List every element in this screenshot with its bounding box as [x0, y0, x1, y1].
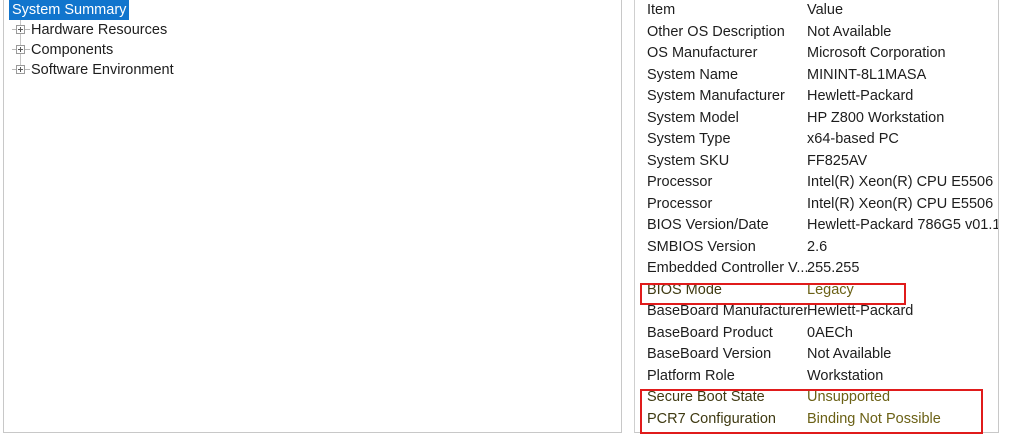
detail-item-name: Processor: [647, 174, 713, 190]
detail-item-name: BIOS Version/Date: [647, 217, 769, 233]
detail-item-value: 2.6: [807, 238, 828, 255]
detail-item-value: 255.255: [807, 260, 860, 276]
detail-row-bios-mode[interactable]: BIOS Mode Legacy: [635, 280, 998, 302]
detail-item-value: Hewlett-Packard: [807, 303, 914, 319]
detail-item-name: PCR7 Configuration: [647, 410, 776, 427]
detail-row[interactable]: Other OS Description Not Available: [635, 22, 998, 44]
system-info-tree-panel[interactable]: System Summary Hardware Resources Compon…: [3, 0, 622, 433]
detail-item-name: System Manufacturer: [647, 88, 785, 104]
tree-item-hardware-resources[interactable]: Hardware Resources: [4, 20, 621, 40]
detail-item-name: Platform Role: [647, 367, 735, 384]
detail-row[interactable]: System Manufacturer Hewlett-Packard: [635, 86, 998, 108]
detail-item-name: SMBIOS Version: [647, 238, 756, 255]
detail-item-value: Binding Not Possible: [807, 410, 941, 427]
detail-row[interactable]: Processor Intel(R) Xeon(R) CPU E5506: [635, 172, 998, 194]
detail-item-value: x64-based PC: [807, 131, 899, 147]
detail-item-value: Hewlett-Packard: [807, 88, 914, 104]
detail-item-value: Not Available: [807, 346, 892, 362]
detail-item-name: System Name: [647, 66, 739, 83]
tree-item-label: Software Environment: [31, 62, 174, 78]
tree-item-system-summary[interactable]: System Summary: [4, 0, 621, 20]
expand-plus-icon[interactable]: [12, 60, 31, 80]
detail-row[interactable]: BIOS Version/Date Hewlett-Packard 786G5 …: [635, 215, 998, 237]
detail-row-pcr7-configuration[interactable]: PCR7 Configuration Binding Not Possible: [635, 409, 998, 431]
detail-row[interactable]: System Type x64-based PC: [635, 129, 998, 151]
detail-item-name: BaseBoard Version: [647, 346, 772, 362]
detail-row[interactable]: System SKU FF825AV: [635, 151, 998, 173]
detail-item-value: Legacy: [807, 281, 854, 298]
detail-item-value: Not Available: [807, 23, 892, 40]
detail-item-value: FF825AV: [807, 152, 868, 169]
detail-item-name: OS Manufacturer: [647, 45, 758, 61]
tree-item-label: System Summary: [9, 0, 130, 20]
detail-item-value: Intel(R) Xeon(R) CPU E5506: [807, 174, 994, 190]
column-header-value: Value: [807, 2, 844, 18]
detail-item-value: Microsoft Corporation: [807, 45, 946, 61]
detail-item-value: HP Z800 Workstation: [807, 109, 945, 126]
tree-item-label: Hardware Resources: [31, 22, 168, 38]
tree-item-components[interactable]: Components: [4, 40, 621, 60]
detail-item-name: BIOS Mode: [647, 281, 722, 298]
detail-item-name: Secure Boot State: [647, 389, 765, 405]
detail-item-name: BaseBoard Product: [647, 324, 773, 341]
column-header-item: Item: [647, 2, 676, 18]
detail-item-name: System Model: [647, 109, 739, 126]
detail-row[interactable]: System Name MININT-8L1MASA: [635, 65, 998, 87]
detail-item-value: Workstation: [807, 367, 884, 384]
detail-row[interactable]: BaseBoard Product 0AECh: [635, 323, 998, 345]
detail-item-name: BaseBoard Manufacturer: [647, 303, 807, 319]
detail-column-header[interactable]: Item Value: [635, 0, 998, 22]
detail-row[interactable]: BaseBoard Manufacturer Hewlett-Packard: [635, 301, 998, 323]
detail-item-name: Processor: [647, 195, 713, 212]
detail-row-secure-boot-state[interactable]: Secure Boot State Unsupported: [635, 387, 998, 409]
system-info-detail-panel[interactable]: Item Value Other OS Description Not Avai…: [634, 0, 999, 433]
expand-plus-icon[interactable]: [12, 20, 31, 40]
detail-row[interactable]: BaseBoard Version Not Available: [635, 344, 998, 366]
detail-item-name: System Type: [647, 131, 731, 147]
detail-item-value: Hewlett-Packard 786G5 v01.17, 8/: [807, 217, 998, 233]
detail-item-name: Other OS Description: [647, 23, 785, 40]
detail-item-value: Intel(R) Xeon(R) CPU E5506: [807, 195, 994, 212]
detail-item-value: 0AECh: [807, 324, 853, 341]
detail-item-name: Embedded Controller V...: [647, 260, 807, 276]
detail-row[interactable]: Processor Intel(R) Xeon(R) CPU E5506: [635, 194, 998, 216]
detail-row[interactable]: Platform Role Workstation: [635, 366, 998, 388]
detail-row[interactable]: System Model HP Z800 Workstation: [635, 108, 998, 130]
detail-item-value: Unsupported: [807, 389, 891, 405]
detail-item-value: MININT-8L1MASA: [807, 66, 927, 83]
detail-item-name: System SKU: [647, 152, 730, 169]
detail-row[interactable]: Embedded Controller V... 255.255: [635, 258, 998, 280]
detail-row[interactable]: SMBIOS Version 2.6: [635, 237, 998, 259]
detail-row[interactable]: OS Manufacturer Microsoft Corporation: [635, 43, 998, 65]
expand-plus-icon[interactable]: [12, 40, 31, 60]
tree-item-label: Components: [31, 42, 114, 58]
tree-item-software-environment[interactable]: Software Environment: [4, 60, 621, 80]
